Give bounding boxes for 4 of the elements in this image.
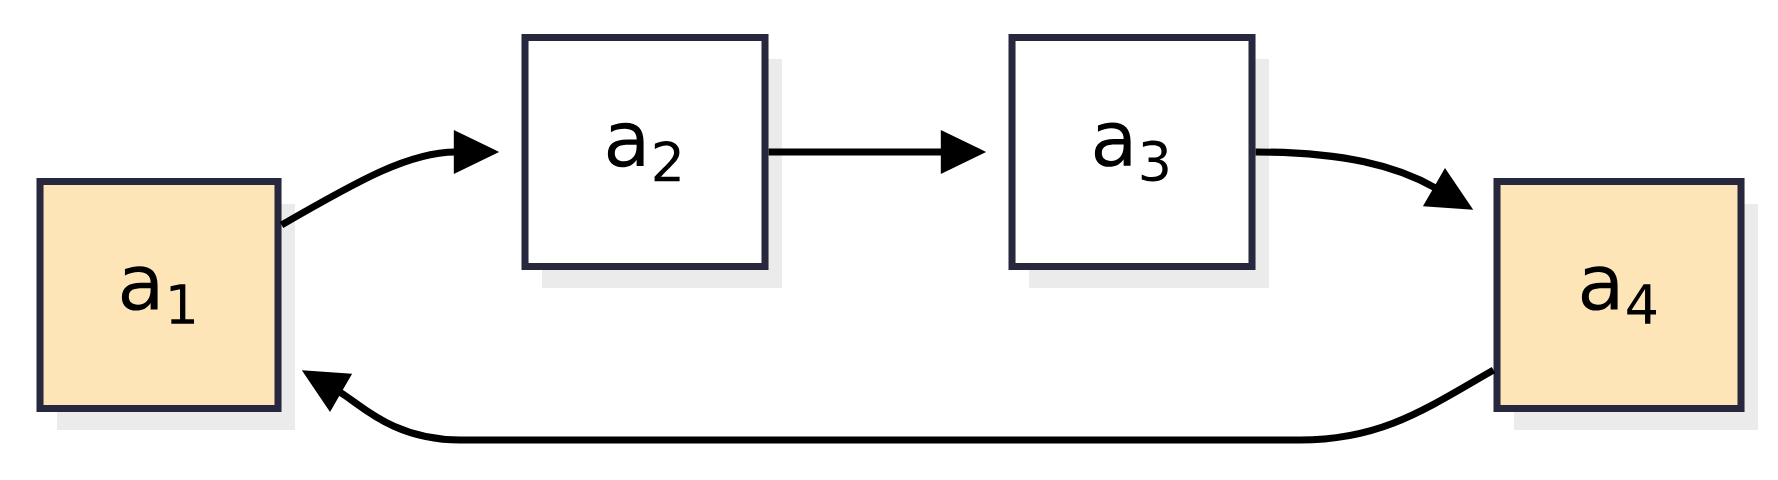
process-box: a$_{3}$ [1008, 34, 1269, 288]
process-box: a$_{1}$ [36, 177, 295, 430]
process-box: a$_{2}$ [521, 34, 782, 288]
process-box: a$_{4}$ [1493, 177, 1758, 430]
